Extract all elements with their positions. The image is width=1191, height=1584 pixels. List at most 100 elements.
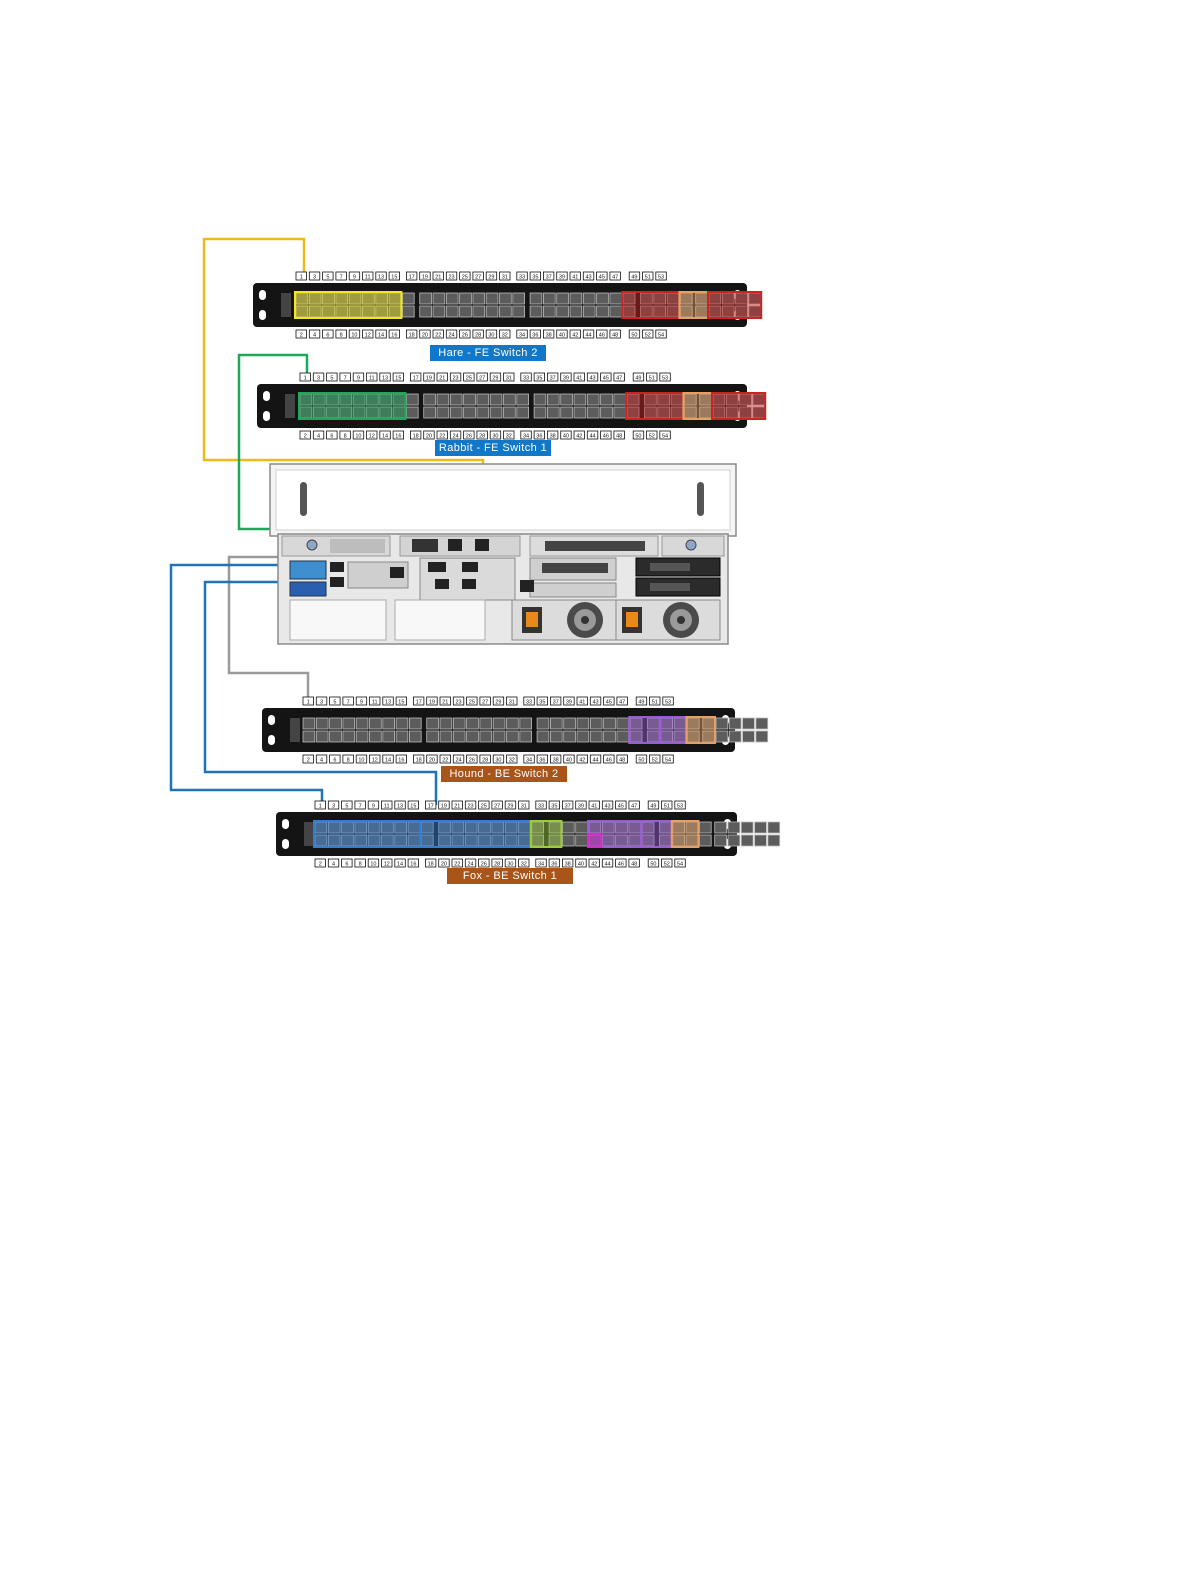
switch-port[interactable] [529,305,543,318]
switch-port[interactable] [506,717,519,730]
switch-port[interactable] [355,730,369,743]
switch-port[interactable] [432,292,446,305]
switch-port[interactable] [449,406,463,419]
switch-port[interactable] [609,305,623,318]
switch-port[interactable] [315,717,329,730]
switch-port[interactable] [715,730,729,743]
switch-port[interactable] [569,305,583,318]
switch-port[interactable] [426,730,439,743]
switch-port[interactable] [550,717,563,730]
switch-port[interactable] [395,730,409,743]
switch-port[interactable] [536,717,550,730]
switch-port[interactable] [714,821,727,834]
switch-port[interactable] [560,406,573,419]
switch-port[interactable] [600,406,613,419]
switch-port[interactable] [369,730,382,743]
switch-port[interactable] [432,305,446,318]
switch-port[interactable] [596,305,609,318]
switch-port[interactable] [582,292,596,305]
switch-port[interactable] [715,717,729,730]
switch-port[interactable] [436,406,450,419]
switch-port[interactable] [499,305,512,318]
switch-port[interactable] [714,834,727,847]
switch-port[interactable] [479,730,493,743]
switch-port[interactable] [329,730,342,743]
switch-port[interactable] [576,717,590,730]
switch-port[interactable] [767,834,781,847]
switch-port[interactable] [586,406,600,419]
switch-port[interactable] [603,730,616,743]
switch-port[interactable] [405,406,419,419]
switch-port[interactable] [728,717,742,730]
switch-port[interactable] [529,292,543,305]
switch-port[interactable] [499,292,512,305]
switch-port[interactable] [613,406,627,419]
switch-port[interactable] [315,730,329,743]
switch-port[interactable] [728,730,742,743]
switch-port[interactable] [369,717,382,730]
switch-port[interactable] [492,730,506,743]
switch-port[interactable] [754,821,767,834]
switch-port[interactable] [576,730,590,743]
switch-port[interactable] [516,393,529,406]
switch-port[interactable] [329,717,342,730]
switch-port[interactable] [472,305,486,318]
switch-port[interactable] [466,730,479,743]
switch-port[interactable] [472,292,486,305]
switch-port[interactable] [439,730,453,743]
switch-port[interactable] [603,717,616,730]
switch-port[interactable] [727,821,741,834]
switch-port[interactable] [740,821,754,834]
switch-port[interactable] [503,393,516,406]
switch-port[interactable] [616,730,630,743]
switch-port[interactable] [699,821,712,834]
switch-port[interactable] [342,717,356,730]
switch-port[interactable] [596,292,609,305]
switch-port[interactable] [543,292,556,305]
switch-port[interactable] [533,393,547,406]
switch-port[interactable] [543,305,556,318]
switch-port[interactable] [550,730,563,743]
switch-port[interactable] [562,821,575,834]
switch-port[interactable] [573,406,587,419]
switch-port[interactable] [547,406,560,419]
switch-port[interactable] [463,406,476,419]
switch-port[interactable] [449,393,463,406]
switch-port[interactable] [485,292,499,305]
switch-port[interactable] [547,393,560,406]
switch-port[interactable] [419,305,432,318]
switch-port[interactable] [401,292,415,305]
switch-port[interactable] [563,730,576,743]
switch-port[interactable] [485,305,499,318]
switch-port[interactable] [479,717,493,730]
switch-port[interactable] [302,730,316,743]
switch-port[interactable] [452,730,466,743]
switch-port[interactable] [569,292,583,305]
switch-port[interactable] [405,393,419,406]
switch-port[interactable] [516,406,529,419]
switch-port[interactable] [556,305,569,318]
switch-port[interactable] [419,292,432,305]
switch-port[interactable] [609,292,623,305]
switch-port[interactable] [489,393,503,406]
switch-port[interactable] [382,717,395,730]
switch-port[interactable] [727,834,741,847]
switch-port[interactable] [423,393,436,406]
switch-port[interactable] [506,730,519,743]
switch-port[interactable] [476,393,490,406]
switch-port[interactable] [342,730,356,743]
switch-port[interactable] [512,305,525,318]
switch-port[interactable] [476,406,490,419]
switch-port[interactable] [586,393,600,406]
switch-port[interactable] [395,717,409,730]
switch-port[interactable] [408,717,422,730]
switch-port[interactable] [439,717,453,730]
switch-port[interactable] [562,834,575,847]
switch-port[interactable] [426,717,439,730]
switch-port[interactable] [742,730,755,743]
switch-port[interactable] [589,730,603,743]
switch-port[interactable] [536,730,550,743]
switch-port[interactable] [466,717,479,730]
switch-port[interactable] [754,834,767,847]
switch-port[interactable] [740,834,754,847]
